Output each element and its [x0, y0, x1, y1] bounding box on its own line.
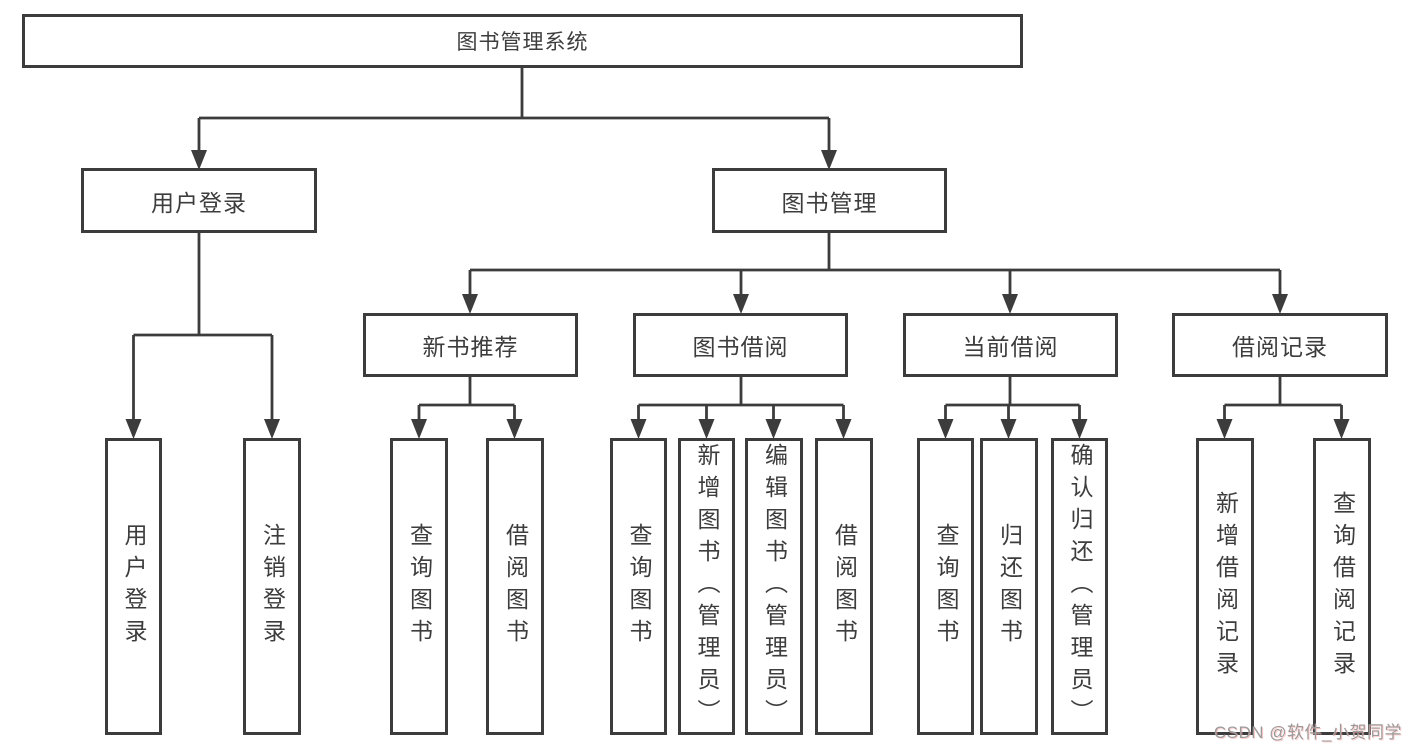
node-label: 新增图书（管理员） — [694, 442, 720, 731]
arrow-down-icon — [191, 150, 207, 170]
node-label: 图书管理系统 — [456, 31, 589, 54]
leaf-query-borrow-record: 查询借阅记录 — [1313, 438, 1371, 735]
node-book-management: 图书管理 — [712, 168, 947, 233]
leaf-return-book: 归还图书 — [980, 438, 1038, 735]
arrow-down-icon — [765, 419, 782, 439]
tree-edges — [132, 68, 1343, 420]
arrow-down-icon — [1002, 294, 1018, 314]
arrow-down-icon — [733, 294, 749, 314]
node-label: 用户登录 — [121, 522, 147, 651]
node-library-system: 图书管理系统 — [22, 14, 1023, 68]
edge-bookmgmt-to-level3 — [468, 233, 1282, 295]
edge-borrowrecord-to-leaves — [1223, 377, 1343, 420]
leaf-add-book-admin: 新增图书（管理员） — [678, 438, 735, 735]
node-label: 查询图书 — [406, 522, 433, 651]
node-label: 图书管理 — [781, 189, 878, 216]
leaf-logout: 注销登录 — [243, 438, 301, 735]
arrow-down-icon — [1000, 419, 1017, 439]
leaf-confirm-return-admin: 确认归还（管理员） — [1051, 438, 1108, 735]
node-current-borrow: 当前借阅 — [903, 313, 1118, 377]
leaf-borrow-query-books: 查询图书 — [610, 438, 667, 735]
node-new-book-recommend: 新书推荐 — [363, 313, 578, 377]
node-label: 注销登录 — [259, 522, 286, 651]
edge-newbook-to-leaves — [417, 377, 516, 420]
arrow-down-icon — [411, 419, 427, 439]
arrow-down-icon — [698, 419, 715, 439]
arrow-down-icon — [506, 419, 523, 439]
leaf-current-query-books: 查询图书 — [917, 438, 974, 735]
node-label: 查询借阅记录 — [1329, 490, 1356, 683]
arrow-down-icon — [264, 419, 280, 439]
arrow-down-icon — [1216, 419, 1233, 439]
node-label: 当前借阅 — [962, 334, 1059, 360]
node-label: 借阅记录 — [1232, 334, 1328, 360]
leaf-user-login: 用户登录 — [105, 438, 162, 735]
node-label: 编辑图书（管理员） — [761, 442, 788, 731]
node-label: 借阅图书 — [502, 522, 529, 651]
node-label: 新增借阅记录 — [1212, 490, 1239, 683]
leaf-edit-book-admin: 编辑图书（管理员） — [745, 438, 803, 735]
node-label: 新书推荐 — [422, 334, 519, 360]
leaf-recommend-borrow-books: 借阅图书 — [486, 438, 544, 735]
node-borrow-records: 借阅记录 — [1172, 313, 1388, 377]
arrow-down-icon — [1272, 294, 1288, 314]
arrow-down-icon — [835, 419, 852, 439]
arrow-down-icon — [821, 150, 837, 170]
arrow-down-icon — [937, 419, 954, 439]
edge-bookborrow-to-leaves — [637, 377, 845, 420]
node-book-borrow: 图书借阅 — [633, 313, 848, 377]
node-label: 确认归还（管理员） — [1067, 442, 1093, 731]
arrow-down-icon — [1333, 419, 1350, 439]
leaf-recommend-query-books: 查询图书 — [390, 438, 448, 735]
node-label: 借阅图书 — [831, 522, 858, 651]
leaf-borrow-books: 借阅图书 — [815, 438, 873, 735]
edge-userlogin-to-leaves — [132, 233, 274, 420]
node-label: 查询图书 — [933, 522, 959, 651]
node-label: 归还图书 — [996, 522, 1023, 651]
arrow-down-icon — [1071, 419, 1088, 439]
edge-root-to-level2 — [197, 68, 831, 151]
leaf-add-borrow-record: 新增借阅记录 — [1196, 438, 1254, 735]
edge-currentborrow-to-leaves — [944, 377, 1081, 420]
arrow-down-icon — [630, 419, 647, 439]
node-label: 用户登录 — [151, 189, 247, 216]
arrow-down-icon — [462, 294, 478, 314]
csdn-watermark: CSDN @软件_小贺同学 — [1213, 723, 1402, 742]
node-label: 查询图书 — [626, 522, 652, 651]
node-label: 图书借阅 — [692, 334, 789, 360]
arrowheads — [125, 150, 1350, 439]
arrow-down-icon — [125, 419, 142, 439]
node-user-login: 用户登录 — [81, 168, 317, 233]
